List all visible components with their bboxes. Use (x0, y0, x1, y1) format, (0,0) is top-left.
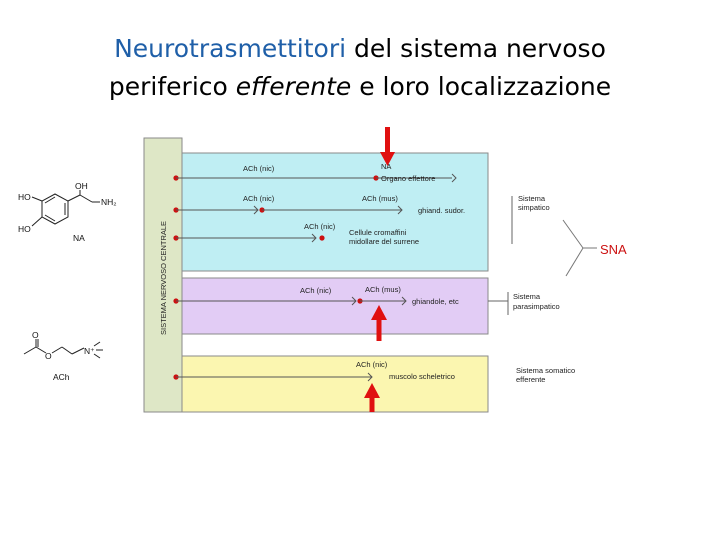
nt-label: ACh (nic) (300, 286, 332, 295)
target-label: ghiandole, etc (412, 297, 459, 306)
system-label: Sistema (518, 194, 546, 203)
chem-label: NH₂ (101, 197, 117, 207)
nt-label: NA (381, 162, 391, 171)
nt-label: ACh (mus) (362, 194, 398, 203)
title-line-1: Neurotrasmettitori del sistema nervoso (0, 30, 720, 68)
target-label: muscolo scheletrico (389, 372, 455, 381)
nt-label: ACh (nic) (243, 164, 275, 173)
neuron-pathway-5 (173, 372, 373, 382)
target-label: ghiand. sudor. (418, 206, 465, 215)
sympathetic-panel (181, 152, 489, 272)
red-arrow-up (364, 383, 380, 412)
slide-title: Neurotrasmettitori del sistema nervoso p… (0, 30, 720, 106)
noradrenaline-structure (31, 190, 100, 227)
title-line-2: periferico efferente e loro localizzazio… (0, 68, 720, 106)
molecule-name: ACh (53, 372, 70, 382)
title-text: e loro localizzazione (351, 72, 612, 101)
title-text: periferico (108, 72, 236, 101)
somatic-panel (181, 355, 489, 413)
nt-label: ACh (nic) (356, 360, 388, 369)
acetylcholine-structure (23, 339, 103, 359)
neuron-pathway-1 (173, 173, 457, 183)
neuron-pathway-3 (173, 233, 325, 243)
cns-label: SISTEMA NERVOSO CENTRALE (159, 221, 168, 335)
sna-label: SNA (600, 242, 627, 257)
red-arrow-up (371, 305, 387, 341)
chem-label: HO (18, 192, 31, 202)
system-label: parasimpatico (513, 302, 560, 311)
nt-label: ACh (mus) (365, 285, 401, 294)
target-label: Organo effettore (381, 174, 435, 183)
sna-brace (562, 219, 597, 277)
chem-label: O (45, 351, 52, 361)
system-label: Sistema (513, 292, 541, 301)
chem-label: OH (75, 181, 88, 191)
target-label: midollare del surrene (349, 237, 419, 246)
chem-label: N⁺ (84, 346, 95, 356)
cns-panel (143, 137, 183, 413)
chem-label: O (32, 330, 39, 340)
system-label: Sistema somatico (516, 366, 575, 375)
parasympathetic-panel (181, 277, 489, 335)
neuron-pathway-2 (173, 205, 403, 215)
chem-label: HO (18, 224, 31, 234)
nt-label: ACh (nic) (243, 194, 275, 203)
neuron-pathway-4 (173, 296, 407, 306)
nt-label: ACh (nic) (304, 222, 336, 231)
title-emphasis: efferente (235, 72, 352, 101)
title-highlight: Neurotrasmettitori (114, 34, 347, 63)
title-text: del sistema nervoso (346, 34, 606, 63)
molecule-name: NA (73, 233, 85, 243)
system-label: simpatico (518, 203, 550, 212)
system-label: efferente (516, 375, 545, 384)
target-label: Cellule cromaffini (349, 228, 407, 237)
red-arrow-down (380, 127, 395, 166)
